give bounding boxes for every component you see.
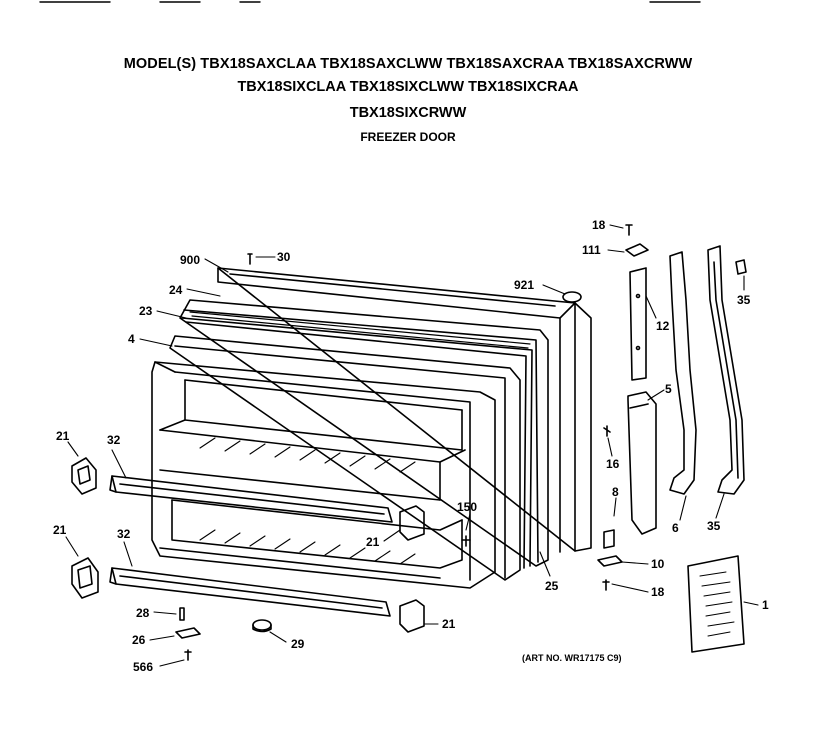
screw-16: [603, 425, 611, 437]
callout-32-upper: 32: [107, 433, 121, 447]
callout-21-left-lower: 21: [53, 523, 67, 537]
callout-labels: 900 30 24 23 4 921 18 111 35 12 5 16 8 6…: [53, 218, 769, 674]
liner-shelf-ribs: [199, 437, 416, 565]
callout-32-lower: 32: [117, 527, 131, 541]
callout-150: 150: [457, 500, 477, 514]
hinge-cover-111: [625, 243, 649, 257]
shelf-end-cap-right-lower: [399, 599, 425, 633]
callout-26: 26: [132, 633, 146, 647]
model-list-line-3: TBX18SIXCRWW: [349, 105, 467, 121]
screw-566: [184, 649, 192, 661]
screw-18-top: [625, 224, 633, 236]
callout-30: 30: [277, 250, 291, 264]
clip-8: [603, 529, 615, 549]
callout-21-right-upper: 21: [366, 535, 380, 549]
screw-150: [461, 535, 471, 547]
callout-5: 5: [665, 382, 672, 396]
callout-25: 25: [545, 579, 559, 593]
callout-4: 4: [128, 332, 135, 346]
screw-18-bottom: [602, 579, 610, 591]
callout-111: 111: [582, 243, 601, 257]
plug-921: [562, 291, 582, 303]
callout-10: 10: [651, 557, 665, 571]
door-gasket: [179, 299, 549, 569]
cap-35: [735, 259, 747, 275]
callout-16: 16: [606, 457, 620, 471]
bumper-29: [252, 619, 272, 633]
shelf-end-cap-left-upper: [71, 457, 97, 495]
callout-18-top: 18: [592, 218, 606, 232]
handle-35: [707, 245, 745, 495]
outer-door-panel: [217, 267, 592, 553]
section-title: FREEZER DOOR: [360, 130, 456, 144]
callout-566: 566: [133, 660, 153, 674]
shelf-bar-upper: [109, 475, 393, 523]
instruction-booklet-1: [687, 555, 745, 653]
gasket-stripe: [189, 311, 531, 349]
art-number: (ART NO. WR17175 C9): [522, 653, 622, 663]
callout-6: 6: [672, 521, 679, 535]
callout-921: 921: [514, 278, 534, 292]
breaker-strip-frame: [169, 335, 521, 581]
callout-21-left-upper: 21: [56, 429, 70, 443]
shelf-end-cap-left-lower: [71, 557, 99, 599]
shelf-end-cap-right-upper: [399, 505, 425, 541]
callout-1: 1: [762, 598, 769, 612]
door-liner: [151, 361, 496, 589]
handle-6: [669, 251, 697, 495]
callout-900: 900: [180, 253, 200, 267]
spacer-28: [179, 607, 185, 621]
shelf-bar-lower: [109, 567, 391, 617]
callout-23: 23: [139, 304, 153, 318]
callout-12: 12: [656, 319, 670, 333]
leader-lines: [65, 224, 759, 667]
bracket-26: [175, 627, 201, 639]
callout-8: 8: [612, 485, 619, 499]
door-stop-5: [627, 391, 657, 535]
model-list-line-1: MODEL(S) TBX18SAXCLAA TBX18SAXCLWW TBX18…: [123, 56, 693, 72]
hinge-bracket-12: [629, 267, 647, 381]
callout-28: 28: [136, 606, 150, 620]
screw-30: [247, 253, 253, 265]
callout-18-bottom: 18: [651, 585, 665, 599]
callout-21-right-lower: 21: [442, 617, 456, 631]
callout-35-handle: 35: [707, 519, 721, 533]
model-list-line-2: TBX18SIXCLAA TBX18SIXCLWW TBX18SIXCRAA: [237, 79, 579, 95]
hinge-10: [597, 555, 623, 567]
callout-24: 24: [169, 283, 183, 297]
callout-29: 29: [291, 637, 305, 651]
callout-35-cap: 35: [737, 293, 751, 307]
